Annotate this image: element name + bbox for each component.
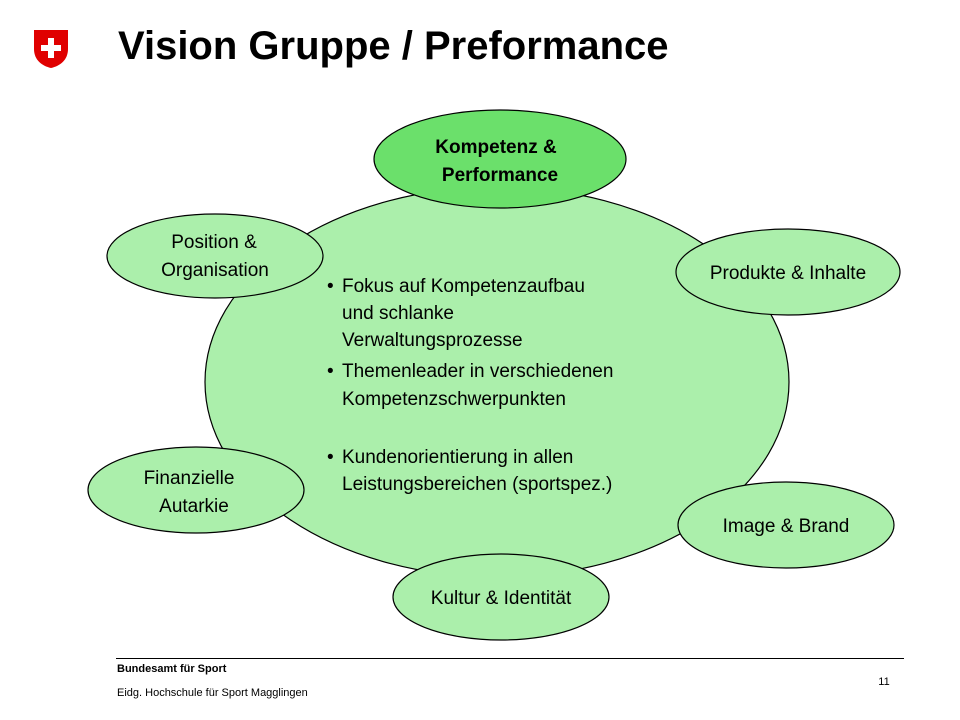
- node-kultur-identitaet: Kultur & Identität: [392, 553, 610, 641]
- node-image-brand: Image & Brand: [677, 481, 895, 569]
- node-produkte-line-1: Produkte & Inhalte: [710, 263, 866, 284]
- bullet-1-glyph: •: [327, 276, 334, 297]
- bullet-1-line-2: und schlanke: [342, 303, 454, 324]
- node-image-shape: [677, 481, 895, 569]
- node-kompetenz-line-1: Kompetenz &: [435, 137, 557, 158]
- node-finanzen-shape: [87, 446, 305, 534]
- node-kompetenz-performance: Kompetenz & Performance: [373, 109, 627, 209]
- bullet-2-line-1: Themenleader in verschiedenen: [342, 361, 613, 382]
- node-finanzielle-autarkie: Finanzielle Autarkie: [87, 446, 305, 534]
- node-image-line-1: Image & Brand: [723, 516, 850, 537]
- node-kompetenz-shape: [373, 109, 627, 209]
- node-position-line-1: Position &: [171, 232, 257, 253]
- node-finanzen-line-1: Finanzielle: [144, 468, 235, 489]
- node-finanzen-line-2: Autarkie: [159, 496, 229, 517]
- bullet-1-line-1: Fokus auf Kompetenzaufbau: [342, 276, 585, 297]
- footer-school: Eidg. Hochschule für Sport Magglingen: [117, 687, 308, 699]
- footer-organization: Bundesamt für Sport: [117, 663, 227, 675]
- bullet-3-glyph: •: [327, 447, 334, 468]
- bullet-3-line-2: Leistungsbereichen (sportspez.): [342, 474, 612, 495]
- bullet-2-glyph: •: [327, 361, 334, 382]
- swiss-shield-logo: [34, 30, 68, 68]
- node-produkte-shape: [675, 228, 901, 316]
- footer-divider: [116, 658, 904, 659]
- node-kompetenz-line-2: Performance: [442, 165, 558, 186]
- bullet-2-line-2: Kompetenzschwerpunkten: [342, 389, 566, 410]
- node-kultur-shape: [392, 553, 610, 641]
- node-position-shape: [106, 213, 324, 299]
- bullet-3-line-1: Kundenorientierung in allen: [342, 447, 573, 468]
- node-produkte-inhalte: Produkte & Inhalte: [675, 228, 901, 316]
- bullet-1-line-3: Verwaltungsprozesse: [342, 330, 523, 351]
- slide-title: Vision Gruppe / Preformance: [118, 24, 669, 68]
- node-kultur-line-1: Kultur & Identität: [431, 588, 572, 609]
- page-number: 11: [878, 676, 890, 688]
- node-position-line-2: Organisation: [161, 260, 269, 281]
- central-bullets: • Fokus auf Kompetenzaufbau und schlanke…: [327, 276, 613, 495]
- cross-horizontal: [41, 45, 61, 51]
- node-position-organisation: Position & Organisation: [106, 213, 324, 299]
